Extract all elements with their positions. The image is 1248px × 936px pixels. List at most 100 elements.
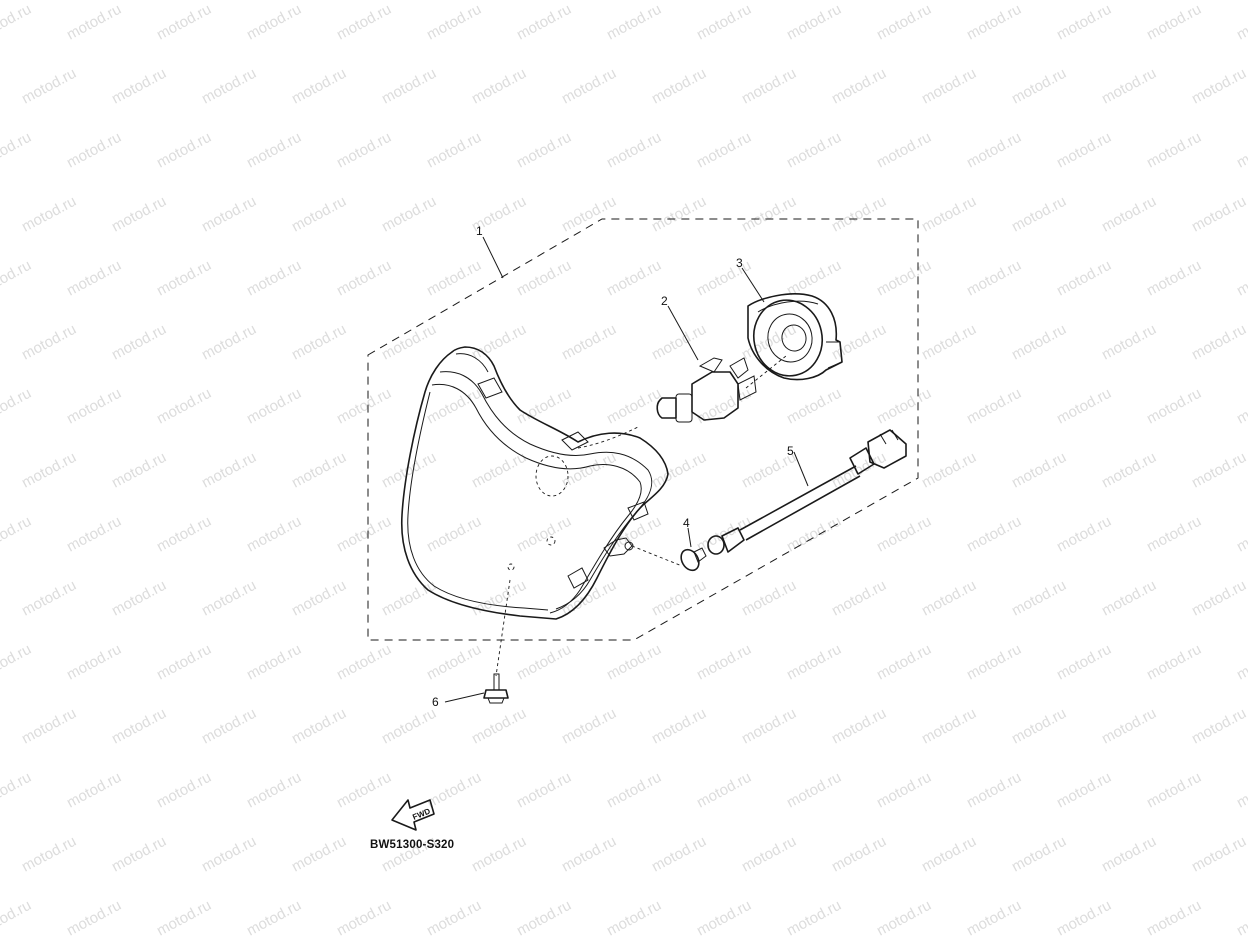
watermark-text: motod.ru <box>919 577 979 620</box>
watermark-text: motod.ru <box>109 321 169 364</box>
watermark-text: motod.ru <box>64 1 124 44</box>
watermark-text: motod.ru <box>0 513 34 556</box>
screw[interactable] <box>483 579 511 704</box>
watermark-text: motod.ru <box>514 641 574 684</box>
watermark-text: motod.ru <box>289 449 349 492</box>
watermark-text: motod.ru <box>649 193 709 236</box>
watermark-text: motod.ru <box>919 321 979 364</box>
watermark-text: motod.ru <box>0 641 34 684</box>
watermark-text: motod.ru <box>109 705 169 748</box>
watermark-text: motod.ru <box>649 449 709 492</box>
watermark-text: motod.ru <box>244 129 304 172</box>
watermark-text: motod.ru <box>739 577 799 620</box>
position-bulb[interactable] <box>631 545 707 574</box>
watermark-text: motod.ru <box>514 257 574 300</box>
watermark-text: motod.ru <box>1054 897 1114 936</box>
watermark-text: motod.ru <box>19 65 79 108</box>
headlight-bulb[interactable] <box>656 355 787 423</box>
watermark-text: motod.ru <box>424 641 484 684</box>
watermark-text: motod.ru <box>154 385 214 428</box>
watermark-text: motod.ru <box>559 833 619 876</box>
watermark-text: motod.ru <box>739 705 799 748</box>
watermark-text: motod.ru <box>1009 705 1069 748</box>
watermark-text: motod.ru <box>19 193 79 236</box>
watermark-text: motod.ru <box>244 641 304 684</box>
watermark-text: motod.ru <box>379 705 439 748</box>
callout-6: 6 <box>432 695 439 709</box>
watermark-text: motod.ru <box>64 641 124 684</box>
watermark-text: motod.ru <box>964 1 1024 44</box>
watermark-text: motod.ru <box>1234 897 1248 936</box>
watermark-text: motod.ru <box>199 321 259 364</box>
watermark-text: motod.ru <box>1234 641 1248 684</box>
watermark-text: motod.ru <box>514 385 574 428</box>
watermark-text: motod.ru <box>289 577 349 620</box>
watermark-text: motod.ru <box>289 65 349 108</box>
watermark-text: motod.ru <box>334 897 394 936</box>
bulb-cover[interactable] <box>747 293 843 382</box>
watermark-text: motod.ru <box>379 321 439 364</box>
watermark-text: motod.ru <box>1189 449 1248 492</box>
headlight-housing[interactable] <box>400 346 669 620</box>
watermark-text: motod.ru <box>469 321 529 364</box>
watermark-text: motod.ru <box>784 641 844 684</box>
watermark-text: motod.ru <box>1234 1 1248 44</box>
watermark-text: motod.ru <box>694 769 754 812</box>
watermark-text: motod.ru <box>244 769 304 812</box>
watermark-text: motod.ru <box>1054 641 1114 684</box>
watermark-text: motod.ru <box>334 257 394 300</box>
watermark-text: motod.ru <box>199 193 259 236</box>
watermark-text: motod.ru <box>964 641 1024 684</box>
watermark-text: motod.ru <box>1054 257 1114 300</box>
assembly-boundary <box>367 218 919 641</box>
watermark-text: motod.ru <box>199 65 259 108</box>
watermark-text: motod.ru <box>1189 833 1248 876</box>
watermark-text: motod.ru <box>424 257 484 300</box>
watermark-text: motod.ru <box>334 513 394 556</box>
watermark-text: motod.ru <box>1144 1 1204 44</box>
watermark-text: motod.ru <box>1144 385 1204 428</box>
watermark-text: motod.ru <box>334 385 394 428</box>
watermark-text: motod.ru <box>739 193 799 236</box>
watermark-text: motod.ru <box>424 897 484 936</box>
watermark-text: motod.ru <box>1009 833 1069 876</box>
watermark-text: motod.ru <box>514 1 574 44</box>
watermark-text: motod.ru <box>604 1 664 44</box>
watermark-text: motod.ru <box>109 449 169 492</box>
watermark-text: motod.ru <box>604 129 664 172</box>
watermark-text: motod.ru <box>1234 257 1248 300</box>
watermark-text: motod.ru <box>0 1 34 44</box>
watermark-text: motod.ru <box>154 1 214 44</box>
callout-5: 5 <box>787 444 794 458</box>
watermark-text: motod.ru <box>379 65 439 108</box>
watermark-text: motod.ru <box>874 513 934 556</box>
watermark-text: motod.ru <box>154 513 214 556</box>
watermark-text: motod.ru <box>64 385 124 428</box>
watermark-text: motod.ru <box>64 257 124 300</box>
watermark-text: motod.ru <box>424 769 484 812</box>
watermark-text: motod.ru <box>424 1 484 44</box>
watermark-text: motod.ru <box>1144 257 1204 300</box>
watermark-text: motod.ru <box>874 641 934 684</box>
watermark-text: motod.ru <box>694 129 754 172</box>
watermark-text: motod.ru <box>964 385 1024 428</box>
watermark-text: motod.ru <box>784 513 844 556</box>
socket-cord[interactable] <box>707 429 907 555</box>
watermark-text: motod.ru <box>1144 513 1204 556</box>
watermark-text: motod.ru <box>19 833 79 876</box>
watermark-text: motod.ru <box>199 449 259 492</box>
watermark-text: motod.ru <box>784 385 844 428</box>
watermark-text: motod.ru <box>1099 577 1159 620</box>
watermark-text: motod.ru <box>604 385 664 428</box>
watermark-text: motod.ru <box>694 385 754 428</box>
watermark-text: motod.ru <box>1189 577 1248 620</box>
watermark-text: motod.ru <box>874 129 934 172</box>
watermark-text: motod.ru <box>1099 449 1159 492</box>
watermark-text: motod.ru <box>604 897 664 936</box>
watermark-text: motod.ru <box>694 1 754 44</box>
watermark-text: motod.ru <box>919 833 979 876</box>
watermark-text: motod.ru <box>514 897 574 936</box>
watermark-text: motod.ru <box>469 833 529 876</box>
watermark-text: motod.ru <box>154 897 214 936</box>
watermark-text: motod.ru <box>334 769 394 812</box>
